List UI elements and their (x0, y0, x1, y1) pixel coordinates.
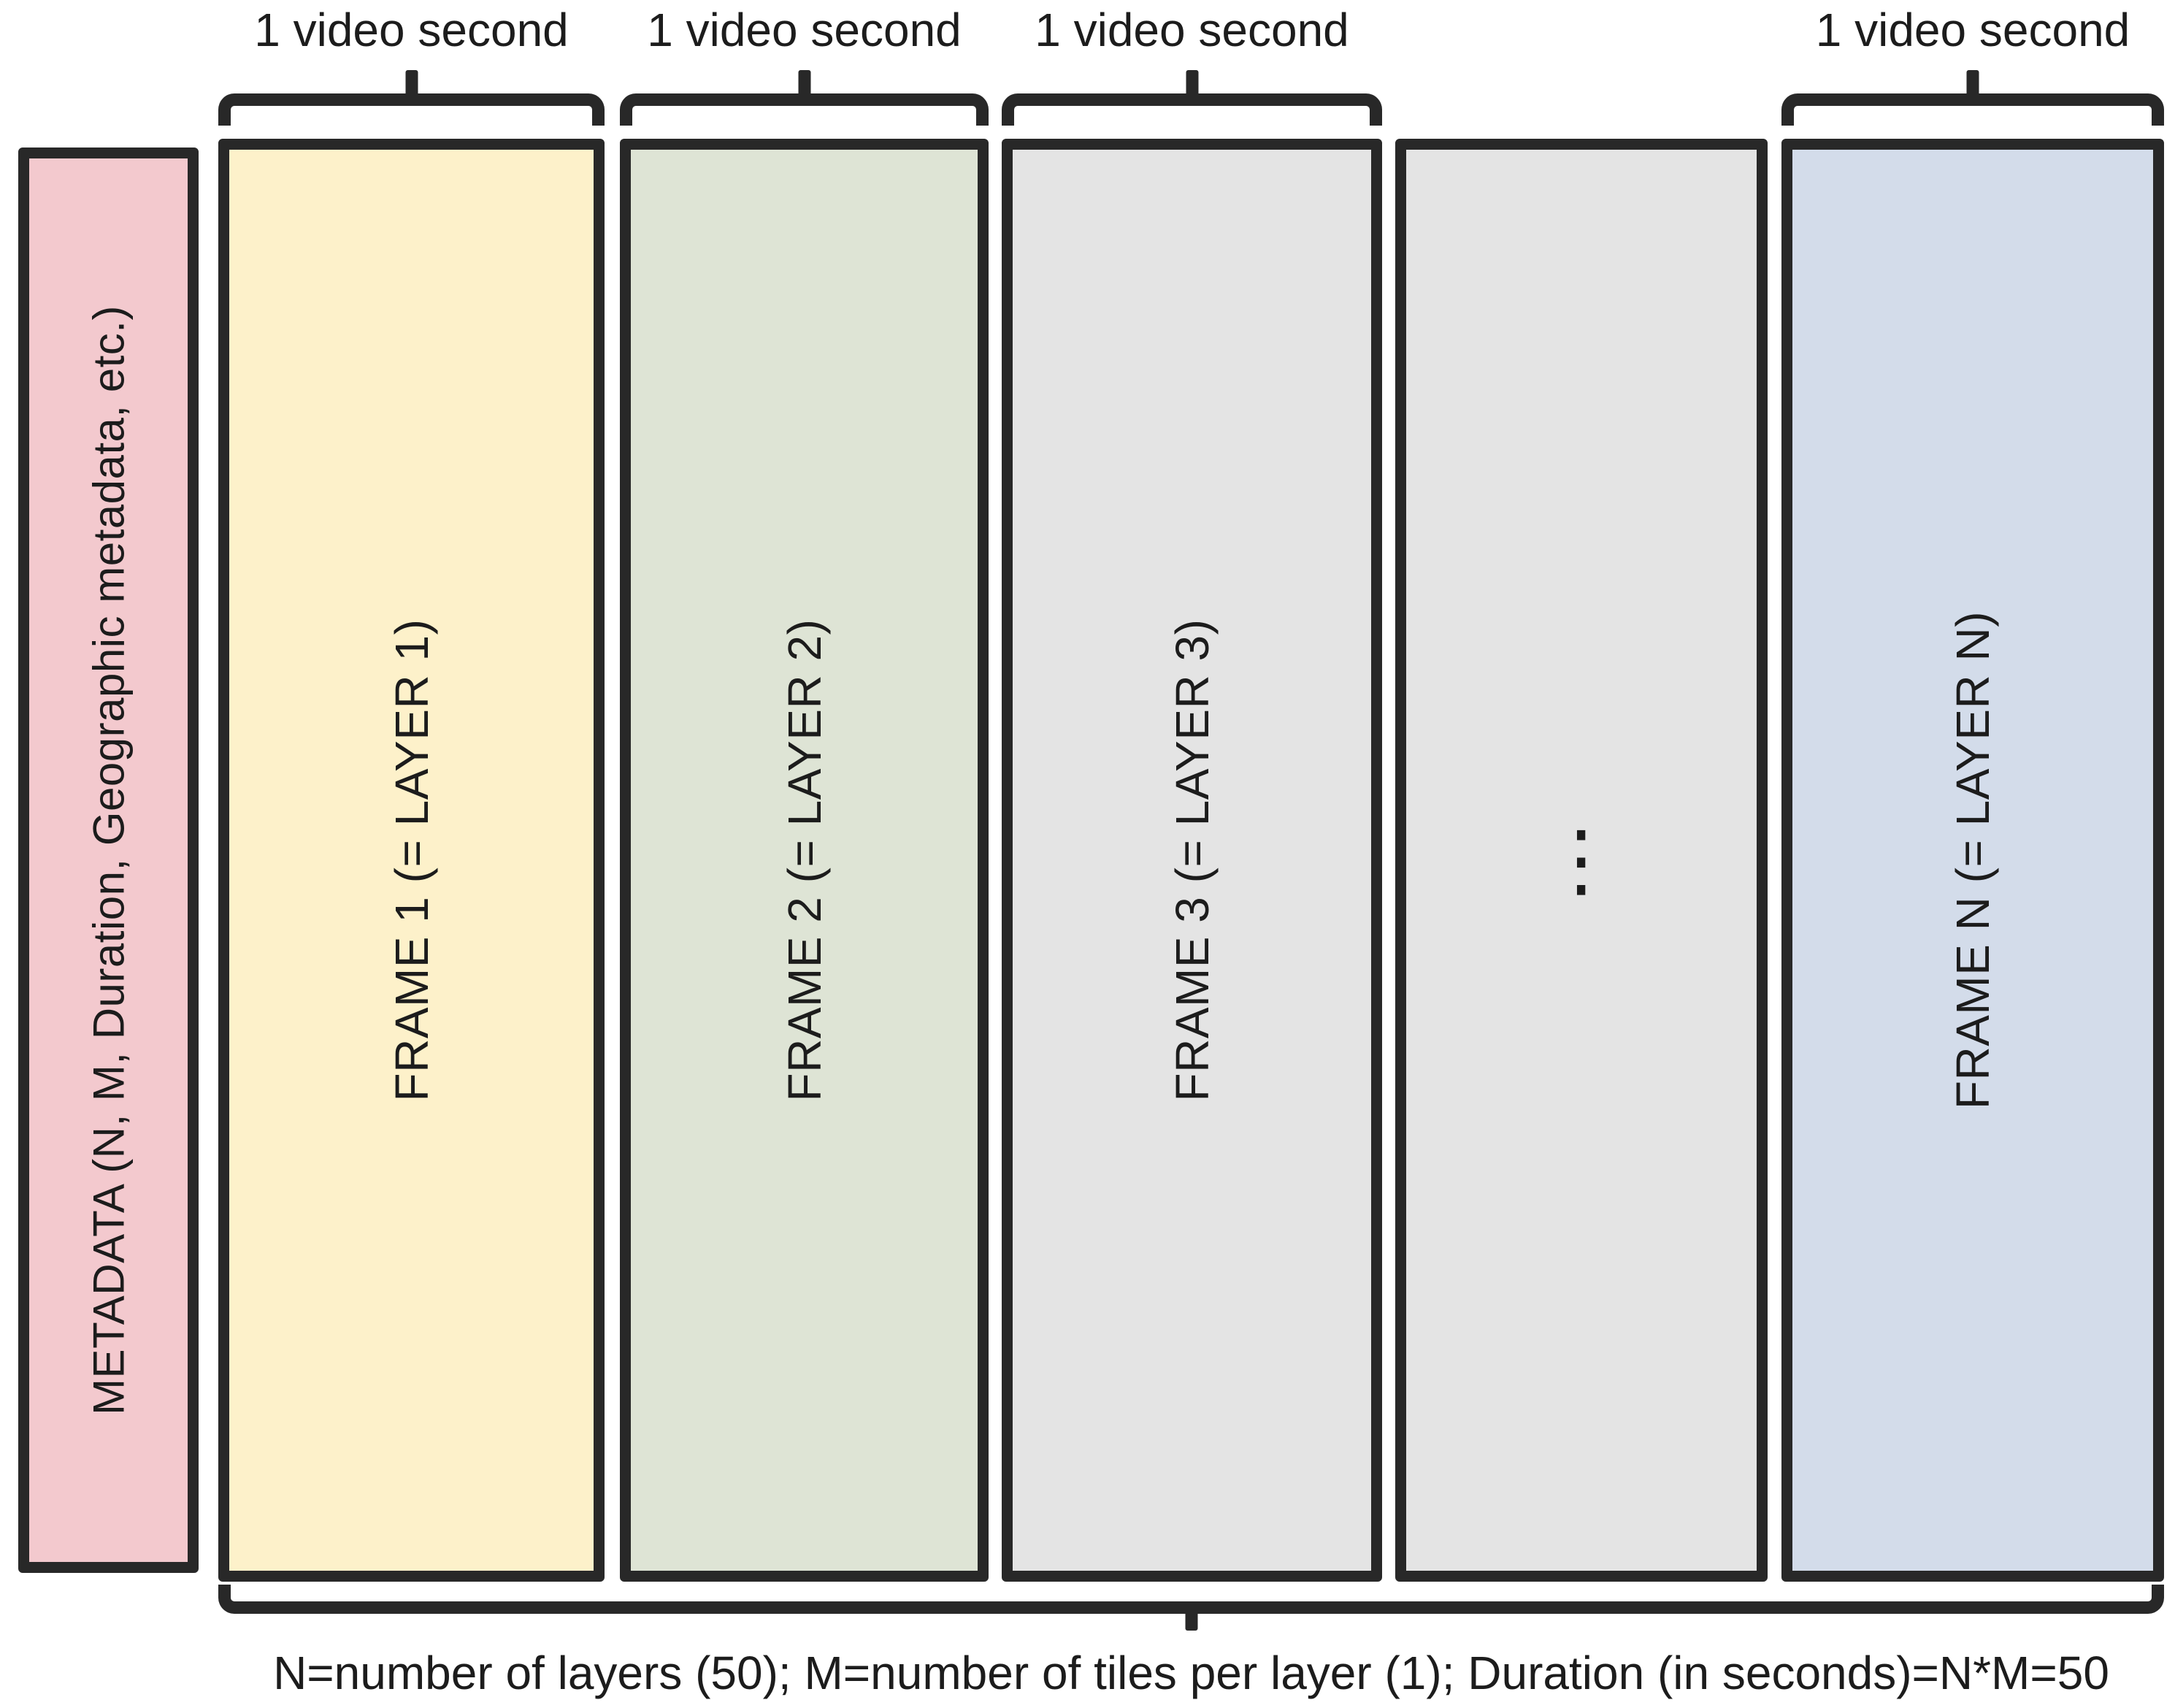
frame-n-column-label: FRAME N (= LAYER N) (1946, 610, 1999, 1110)
frame-1-column-label: FRAME 1 (= LAYER 1) (385, 619, 438, 1102)
bracket-label-frame-2: 1 video second (647, 4, 962, 56)
frame-3-column: FRAME 3 (= LAYER 3) (1002, 139, 1382, 1582)
bottom-bracket-total-duration (218, 1585, 2164, 1614)
bracket-label-frame-n: 1 video second (1815, 4, 2130, 56)
frame-n-column: FRAME N (= LAYER N) (1781, 139, 2164, 1582)
metadata-column: METADATA (N, M, Duration, Geographic met… (18, 148, 199, 1573)
bracket-label-frame-3: 1 video second (1035, 4, 1349, 56)
bottom-caption: N=number of layers (50); M=number of til… (273, 1647, 2109, 1699)
frame-2-column-label: FRAME 2 (= LAYER 2) (778, 619, 831, 1102)
top-bracket-frame-n (1781, 93, 2164, 126)
bracket-label-frame-1: 1 video second (254, 4, 569, 56)
frame-2-column: FRAME 2 (= LAYER 2) (620, 139, 989, 1582)
top-bracket-frame-1 (218, 93, 605, 126)
metadata-column-label: METADATA (N, M, Duration, Geographic met… (84, 305, 133, 1415)
ellipsis-column: ⋮ (1395, 139, 1768, 1582)
top-bracket-frame-2 (620, 93, 989, 126)
top-bracket-frame-3 (1002, 93, 1382, 126)
ellipsis-label: ⋮ (1541, 815, 1622, 905)
frame-3-column-label: FRAME 3 (= LAYER 3) (1165, 619, 1219, 1102)
frame-1-column: FRAME 1 (= LAYER 1) (218, 139, 605, 1582)
